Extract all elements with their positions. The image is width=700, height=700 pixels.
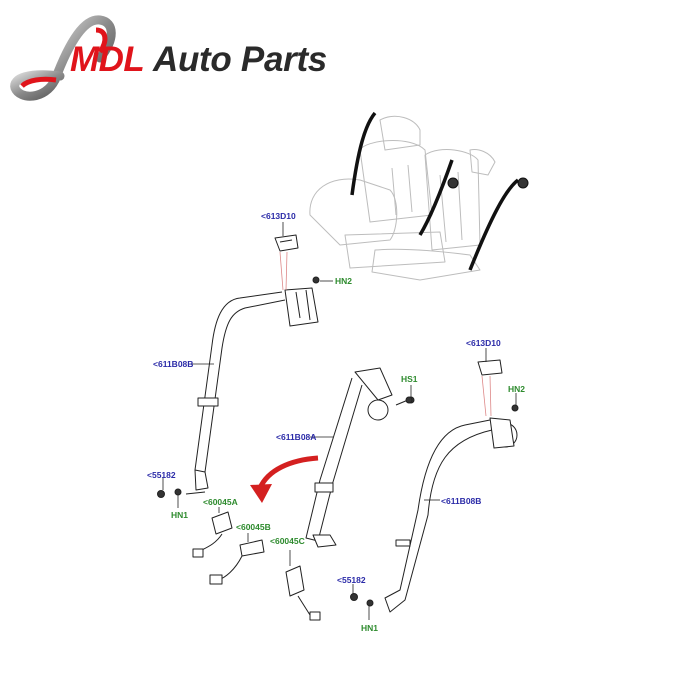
- label-611b08b-left: <611B08B: [153, 359, 194, 369]
- label-60045b: <60045B: [236, 522, 271, 532]
- label-hs1: HS1: [401, 374, 418, 384]
- left-belt-assembly: [185, 287, 319, 495]
- buckle-60045b: [209, 539, 265, 585]
- label-60045c: <60045C: [270, 536, 305, 546]
- right-belt-assembly: [384, 417, 518, 613]
- label-hn1-right: HN1: [361, 623, 379, 633]
- label-hn2-left: HN2: [335, 276, 353, 286]
- label-hn2-right: HN2: [508, 384, 526, 394]
- label-611b08a: <611B08A: [276, 432, 317, 442]
- right-bracket-613d10: [477, 359, 503, 376]
- label-611b08b-right: <611B08B: [441, 496, 482, 506]
- left-bracket-613d10: [274, 234, 299, 252]
- label-613d10-left: <613D10: [261, 211, 296, 221]
- label-hn1-left: HN1: [171, 510, 189, 520]
- label-60045a: <60045A: [203, 497, 238, 507]
- brand-name-mdl: MDL: [70, 40, 145, 79]
- logo-swoosh-icon: [10, 15, 116, 101]
- overview-belts: [350, 111, 520, 271]
- red-arrow-icon: [250, 455, 319, 503]
- center-belt-assembly: [305, 367, 409, 548]
- rear-seat-overview: [309, 115, 496, 281]
- brand-name-auto-parts: Auto Parts: [153, 40, 327, 79]
- label-55182-left: <55182: [147, 470, 176, 480]
- label-613d10-right: <613D10: [466, 338, 501, 348]
- brand-logo: MDL Auto Parts: [0, 0, 360, 110]
- buckle-60045c: [285, 565, 321, 621]
- label-55182-right: <55182: [337, 575, 366, 585]
- buckle-60045a: [192, 511, 233, 558]
